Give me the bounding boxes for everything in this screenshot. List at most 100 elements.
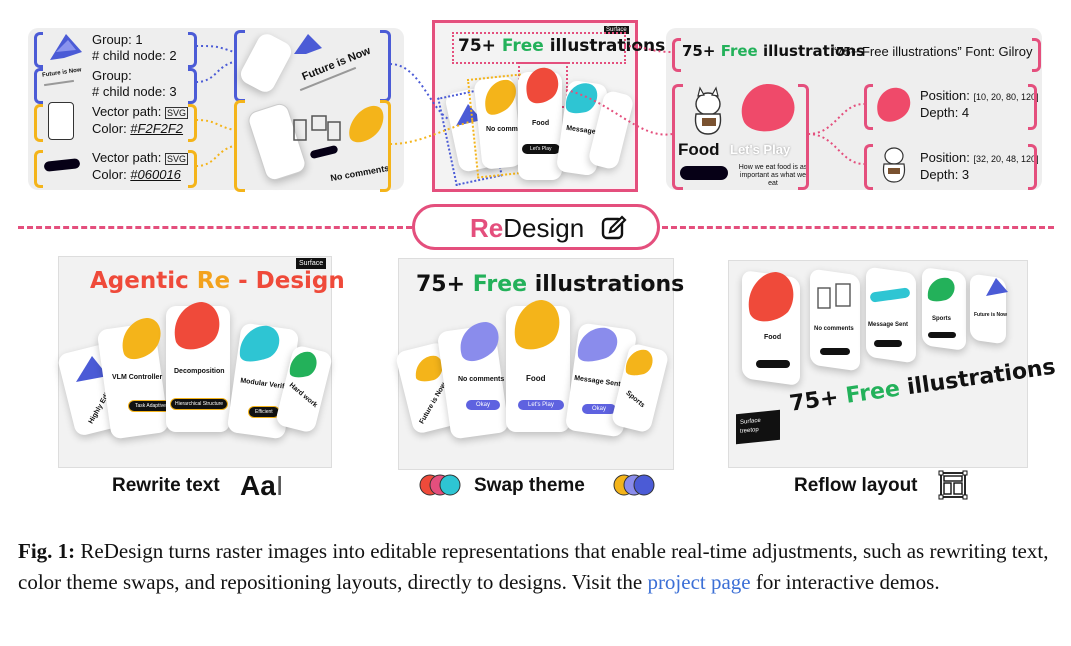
vector-frame-right: [380, 100, 391, 192]
group1-info: Group: 1 # child node: 2: [92, 32, 177, 63]
reflow-caption: Reflow layout: [794, 475, 918, 496]
rewrite-card-3-label: Decomposition: [174, 368, 225, 375]
node1-info: Position: [10, 20, 80, 120] Depth: 4: [920, 88, 1039, 120]
vec2-info: Vector path: SVG Color: #060016: [92, 150, 189, 182]
figure-caption: Fig. 1: ReDesign turns raster images int…: [18, 536, 1058, 598]
source-title: 75+ Free illustrations: [458, 36, 666, 56]
node2-bracket-left: [864, 144, 873, 190]
group2-bracket-left: [34, 68, 43, 104]
project-page-link[interactable]: project page: [647, 570, 751, 594]
layout-icon: [938, 470, 968, 500]
reflow-card-5-blob: [986, 278, 1008, 296]
title-bracket-right: [1032, 38, 1041, 72]
node2-info: Position: [32, 20, 48, 120] Depth: 3: [920, 150, 1039, 182]
swap-card-4-blob: [577, 327, 618, 362]
swap-title: 75+ Free illustrations: [416, 272, 685, 297]
source-card-2-blob: [485, 79, 516, 115]
vec2-bracket-left: [34, 150, 43, 188]
edit-icon: [601, 215, 627, 240]
node1-thumbnail: [877, 87, 911, 122]
rewrite-caption: Rewrite text: [112, 475, 220, 496]
rewrite-card-4-blob: [239, 325, 280, 362]
node1-bracket-right: [1028, 84, 1037, 130]
swap-card-5-blob: [625, 349, 653, 376]
chairs-illustration: [293, 115, 341, 141]
caption-text-a: ReDesign turns raster images into editab…: [18, 539, 1049, 594]
vec1-bracket-left: [34, 104, 43, 142]
text-format-icon: AaI: [240, 470, 284, 501]
reflow-card-3-label: Message Sent: [868, 322, 909, 328]
source-card-3-label: Food: [532, 120, 550, 127]
rewrite-card-2-blob: [122, 318, 161, 360]
dashed-divider-right: [662, 226, 1054, 229]
swap-card-3-blob: [514, 300, 560, 350]
reflow-card-2-button: [820, 348, 850, 355]
warm-palette-icon: [419, 474, 461, 496]
vec1-bracket-right: [188, 104, 197, 142]
tagline: How we eat food is as important as what …: [738, 164, 808, 187]
rewrite-button-2: Hierarchical Structure: [170, 398, 229, 410]
caption-text-b: for interactive demos.: [750, 570, 940, 594]
reflow-card-1-label: Food: [764, 334, 782, 341]
vec1-info: Vector path: SVG Color: #F2F2F2: [92, 104, 189, 136]
node1-bracket-left: [864, 84, 873, 130]
source-card-2-label: No comments: [486, 126, 533, 133]
svg-file-icon: SVG: [165, 107, 189, 119]
reflow-card-5-label: Future is Now: [974, 312, 1008, 318]
node2-bracket-right: [1028, 144, 1037, 190]
reflow-card-4-blob: [927, 277, 955, 302]
yellow-blob: [349, 105, 384, 143]
rewrite-card-2-label: VLM Controller: [112, 374, 163, 381]
rewrite-card-3-blob: [174, 302, 220, 350]
dashed-divider-left: [18, 226, 412, 229]
rewrite-button-1: Task Adaptive: [128, 400, 173, 412]
card-bracket-right: [798, 84, 809, 190]
reflow-card-3-button: [874, 340, 902, 347]
swap-card-2-label: No comments: [458, 376, 505, 383]
swap-button-1: Okay: [466, 400, 501, 410]
group1-thumbnail: [50, 34, 82, 60]
reflow-card-3: [866, 266, 916, 364]
semantic-title: 75+ Free illustrations: [682, 42, 865, 60]
source-card-4-blob: [565, 83, 598, 114]
swap-button-2: Let's Play: [518, 400, 564, 410]
cat-illustration: [694, 86, 722, 135]
swap-button-3: Okay: [582, 404, 617, 414]
font-info: “75+ Free illustrations” Font: Gilroy: [832, 44, 1033, 59]
group1-shape: [294, 34, 322, 54]
reflow-card-1-button: [756, 360, 790, 368]
rewrite-card-1-blob: [76, 356, 108, 382]
card-bracket-left: [672, 84, 683, 190]
rewrite-title: Agentic Re - Design: [90, 268, 345, 294]
source-card-1-blob: [456, 104, 482, 126]
food-label: Food: [678, 140, 720, 159]
swap-card-2-blob: [460, 322, 499, 362]
reflow-card-2-label: No comments: [814, 326, 854, 332]
red-blob: [741, 84, 795, 132]
reflow-card-1-blob: [748, 272, 794, 322]
vec2-bracket-right: [188, 150, 197, 188]
reflow-card-2-chairs: [817, 283, 851, 309]
redesign-logo: ReDesign: [470, 213, 585, 243]
swap-caption: Swap theme: [474, 475, 585, 496]
reflow-card-4-button: [928, 332, 956, 338]
rewrite-badge: Surface: [296, 258, 327, 269]
group2-info: Group: # child node: 3: [92, 68, 177, 99]
vector-frame-left: [234, 100, 245, 192]
node2-thumbnail: [882, 147, 906, 183]
cool-palette-icon: [613, 474, 655, 496]
lets-play-label: Let's Play: [730, 142, 791, 157]
source-card-3-blob: [526, 67, 559, 104]
group2-bracket-right: [188, 68, 197, 104]
connector-lines: [195, 45, 865, 167]
svg-file-icon: SVG: [165, 153, 189, 165]
swap-card-3-label: Food: [526, 374, 546, 383]
vec1-thumbnail: [48, 102, 74, 140]
group1-bracket-left: [34, 32, 43, 68]
reflow-card-4-label: Sports: [932, 316, 952, 322]
source-badge: Surface: [604, 26, 629, 34]
decomposition-panel: [28, 28, 404, 190]
source-card-3-button: Let's Play: [522, 144, 560, 154]
swap-card-1-blob: [415, 355, 443, 382]
